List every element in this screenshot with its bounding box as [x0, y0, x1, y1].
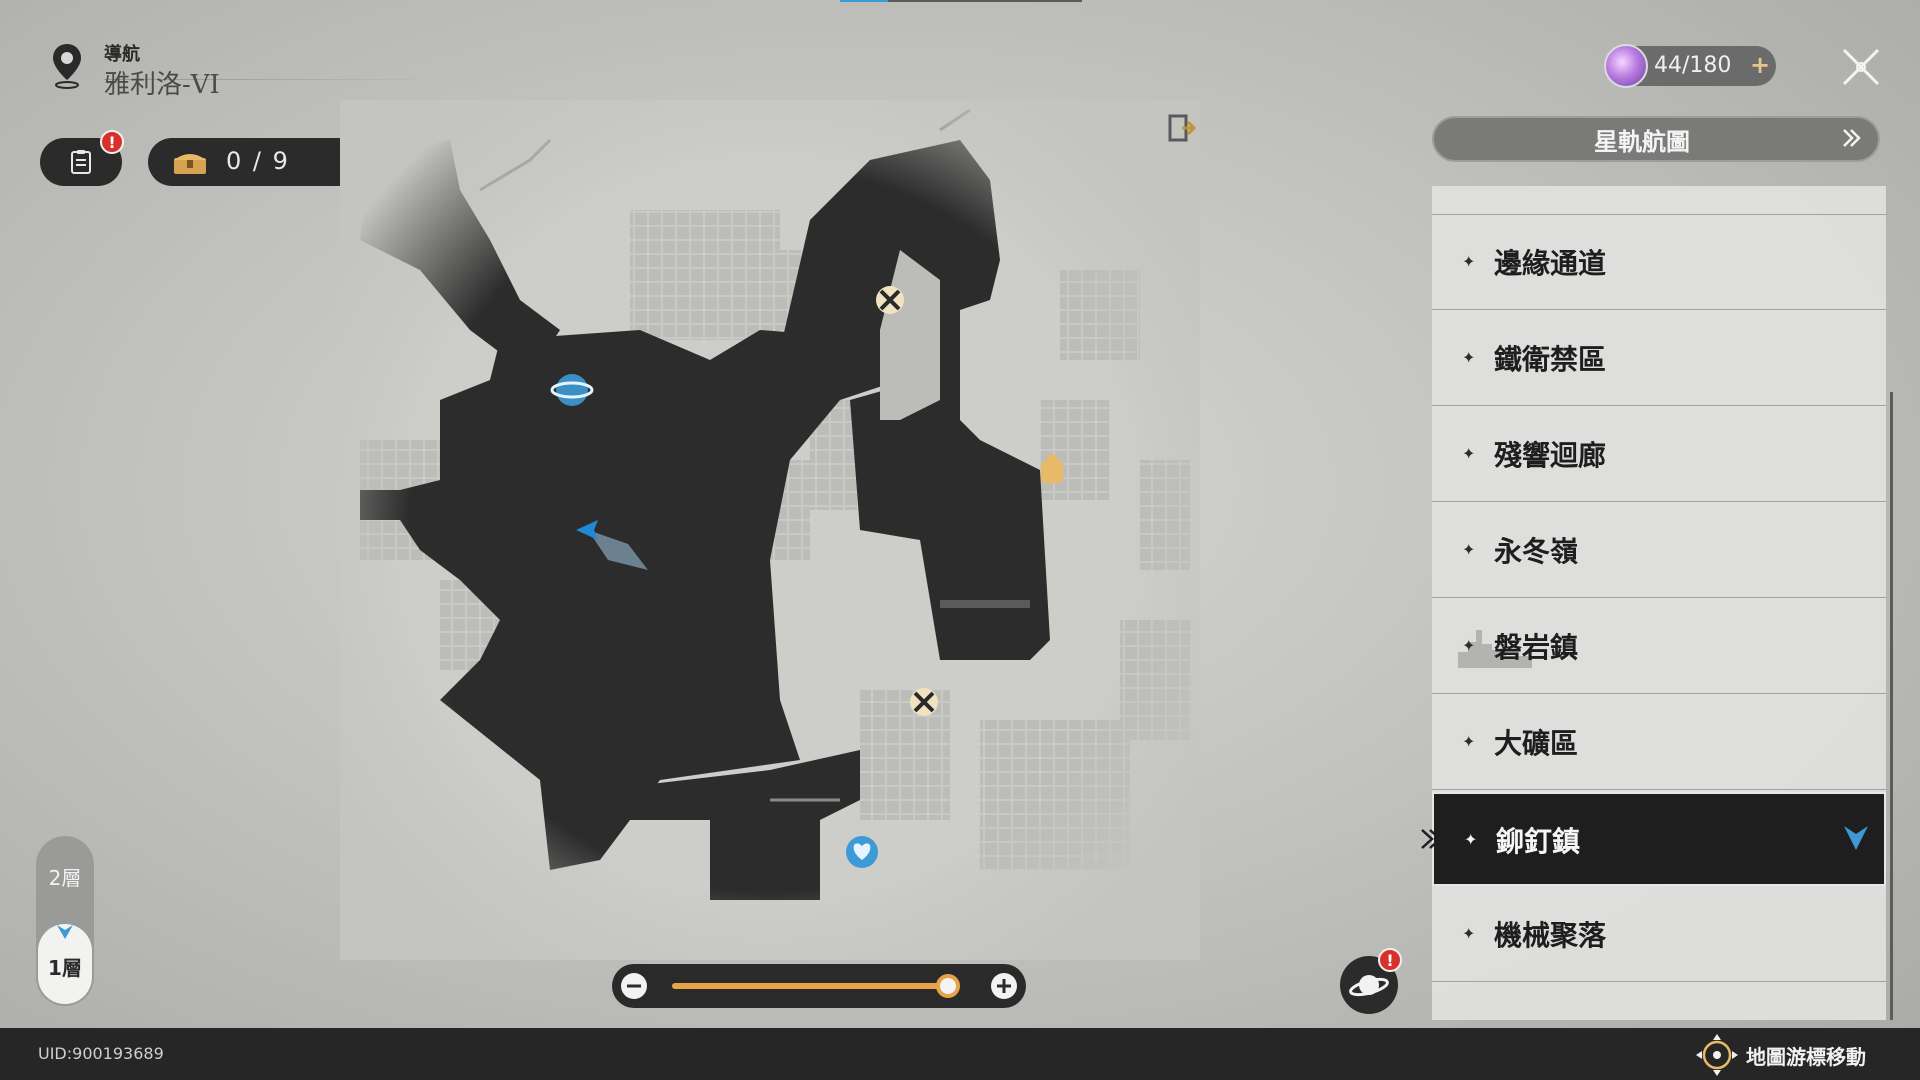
town-silhouette-icon	[1458, 630, 1532, 668]
star-rail-map-button[interactable]	[1432, 116, 1880, 162]
list-divider	[1432, 214, 1886, 215]
map-cursor-hint: 地圖游標移動	[1746, 1045, 1866, 1069]
location-item[interactable]: ✦ 永冬嶺	[1432, 504, 1886, 598]
location-pin-icon	[53, 44, 81, 89]
player-arrow-icon	[576, 520, 648, 570]
current-floor-icon	[57, 925, 73, 939]
zoom-in-icon[interactable]	[988, 970, 1020, 1002]
location-item[interactable]: ✦ 邊緣通道	[1432, 216, 1886, 310]
location-label: 殘響迴廊	[1494, 439, 1607, 472]
floor-2-button[interactable]: 2層	[48, 866, 82, 890]
location-label: 邊緣通道	[1494, 247, 1607, 280]
zoom-slider-track[interactable]	[672, 983, 948, 989]
location-label: 磐岩鎮	[1494, 631, 1579, 664]
star-bullet-icon: ✦	[1462, 924, 1476, 943]
list-scrollbar[interactable]	[1890, 392, 1893, 1020]
trailblaze-power-icon	[1604, 44, 1648, 88]
star-rail-map-label: 星軌航圖	[1594, 128, 1690, 156]
planet-alert-badge: !	[1378, 948, 1402, 972]
planet-button[interactable]	[1340, 956, 1398, 1014]
location-item[interactable]: ✦ 磐岩鎮	[1432, 600, 1886, 694]
chevron-right-icon	[1843, 129, 1861, 147]
star-bullet-icon: ✦	[1462, 732, 1476, 751]
navigation-label: 導航	[104, 44, 140, 65]
add-power-button[interactable]: +	[1750, 51, 1771, 79]
enemy-marker-icon[interactable]	[876, 286, 904, 314]
star-bullet-icon: ✦	[1464, 830, 1478, 849]
location-item[interactable]: ✦ 機械聚落	[1432, 888, 1886, 982]
trailblaze-power-value: 44/180	[1654, 53, 1732, 78]
location-label: 鐵衛禁區	[1494, 343, 1607, 376]
zoom-slider-handle[interactable]	[936, 974, 960, 998]
chest-count: 0 / 9	[226, 147, 290, 175]
floor-1-label: 1層	[48, 956, 82, 980]
location-item[interactable]: ✦ 鐵衛禁區	[1432, 312, 1886, 406]
current-location-icon	[1844, 826, 1868, 850]
star-bullet-icon: ✦	[1462, 636, 1476, 655]
location-label: 永冬嶺	[1494, 535, 1579, 568]
area-name: 雅利洛-VI	[104, 70, 220, 100]
location-label: 大礦區	[1494, 727, 1579, 760]
location-label: 鉚釘鎮	[1496, 825, 1581, 858]
clipboard-icon	[71, 150, 91, 174]
planet-icon	[1349, 975, 1389, 997]
star-bullet-icon: ✦	[1462, 444, 1476, 463]
mission-alert-badge: !	[100, 130, 124, 154]
exit-door-icon[interactable]	[1168, 114, 1197, 142]
map-bridge	[940, 600, 1030, 608]
puzzle-marker-icon[interactable]	[1041, 454, 1063, 483]
top-progress-accent	[840, 0, 888, 2]
area-underline	[104, 79, 444, 80]
close-icon[interactable]	[1840, 46, 1882, 88]
location-item-selected[interactable]: ✦ 鉚釘鎮	[1432, 792, 1886, 886]
star-bullet-icon: ✦	[1462, 540, 1476, 559]
star-bullet-icon: ✦	[1462, 252, 1476, 271]
mission-log-button[interactable]	[40, 138, 122, 186]
treasure-chest-icon	[174, 154, 206, 174]
location-label: 機械聚落	[1494, 919, 1607, 952]
user-id: UID:900193689	[38, 1044, 164, 1063]
location-item[interactable]: ✦ 大礦區	[1432, 696, 1886, 790]
dpad-icon	[1696, 1034, 1738, 1076]
top-progress-line	[840, 0, 1082, 2]
area-map[interactable]	[340, 100, 1200, 960]
healing-marker-icon[interactable]	[846, 836, 878, 868]
zoom-out-icon[interactable]	[618, 970, 650, 1002]
star-bullet-icon: ✦	[1462, 348, 1476, 367]
footer-bar	[0, 1028, 1920, 1080]
enemy-marker-icon[interactable]	[910, 688, 938, 716]
location-item[interactable]: ✦ 殘響迴廊	[1432, 408, 1886, 502]
selection-pointer-icon	[1421, 829, 1442, 849]
space-anchor-icon[interactable]	[550, 374, 594, 406]
